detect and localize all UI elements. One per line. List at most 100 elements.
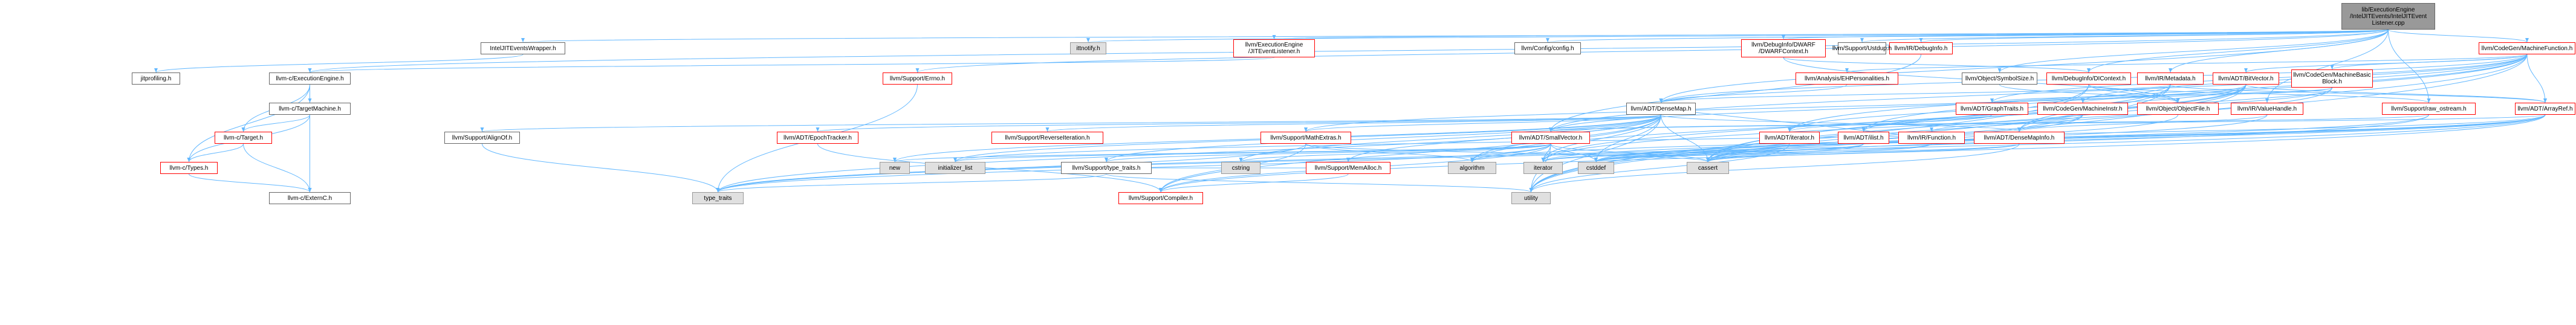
node-support-raw-ostream[interactable]: llvm/Support/raw_ostream.h [2382, 103, 2476, 115]
edge-support-type-traits-to-type-traits [716, 173, 1107, 193]
node-debuginfo-di-context[interactable]: llvm/DebugInfo/DIContext.h [2046, 72, 2131, 85]
edge-codegen-machine-function-to-adt-array-ref [2526, 54, 2547, 103]
edge-support-math-extras-to-cassert [1305, 143, 1710, 162]
edge-adt-dense-map-to-support-math-extras [1304, 114, 1661, 132]
node-root[interactable]: lib/ExecutionEngine /IntelJITEvents/Inte… [2341, 3, 2435, 30]
node-adt-graph-traits[interactable]: llvm/ADT/GraphTraits.h [1956, 103, 2028, 115]
edge-codegen-machine-basic-block-to-iterator [1541, 87, 2332, 162]
edge-root-to-support-raw-ostream [2388, 29, 2431, 103]
node-initializer-list[interactable]: initializer_list [925, 162, 985, 174]
edge-execution-engine-jit-listener-to-llvm-c-execution-engine [308, 57, 1274, 73]
edge-adt-epoch-tracker-to-support-compiler [817, 143, 1163, 193]
edge-llvm-c-execution-engine-to-llvm-c-types [187, 84, 310, 162]
node-debuginfo-dwarf-context[interactable]: llvm/DebugInfo/DWARF /DWARFContext.h [1741, 39, 1826, 57]
edge-support-align-of-to-type-traits [482, 143, 720, 193]
node-jitprofiling[interactable]: jitprofiling.h [132, 72, 180, 85]
node-adt-iterator[interactable]: llvm/ADT/iterator.h [1759, 132, 1820, 144]
node-new[interactable]: new [880, 162, 910, 174]
edge-codegen-machine-instr-to-ir-function [1930, 114, 2083, 132]
node-support-align-of[interactable]: llvm/Support/AlignOf.h [444, 132, 520, 144]
node-object-symbol-size[interactable]: llvm/Object/SymbolSize.h [1962, 72, 2037, 85]
node-intel-jit-events-wrapper[interactable]: IntelJITEventsWrapper.h [481, 42, 565, 54]
edge-adt-dense-map-to-adt-epoch-tracker [816, 114, 1661, 132]
node-support-reverse-iteration[interactable]: llvm/Support/ReverseIteration.h [991, 132, 1103, 144]
node-llvm-c-extern-c[interactable]: llvm-c/ExternC.h [269, 192, 351, 204]
node-support-type-traits[interactable]: llvm/Support/type_traits.h [1061, 162, 1152, 174]
edge-analysis-eh-personalities-to-adt-dense-map [1659, 84, 1848, 103]
edge-adt-dense-map-to-support-align-of [481, 114, 1661, 132]
edge-intel-jit-events-wrapper-to-jitprofiling [154, 54, 524, 73]
node-support-compiler[interactable]: llvm/Support/Compiler.h [1118, 192, 1203, 204]
edge-adt-graph-traits-to-adt-iterator [1788, 114, 1993, 132]
node-llvm-c-execution-engine[interactable]: llvm-c/ExecutionEngine.h [269, 72, 351, 85]
edge-root-to-debuginfo-dwarf-context [1782, 29, 2389, 40]
edge-adt-dense-map-to-support-compiler [1159, 114, 1661, 193]
node-config[interactable]: llvm/Config/config.h [1514, 42, 1581, 54]
node-support-errno[interactable]: llvm/Support/Errno.h [883, 72, 952, 85]
node-type-traits[interactable]: type_traits [692, 192, 744, 204]
node-cstddef[interactable]: cstddef [1578, 162, 1614, 174]
node-object-object-file[interactable]: llvm/Object/ObjectFile.h [2137, 103, 2219, 115]
node-ittnotify[interactable]: ittnotify.h [1070, 42, 1106, 54]
node-ir-function[interactable]: llvm/IR/Function.h [1898, 132, 1965, 144]
node-llvm-c-types[interactable]: llvm-c/Types.h [160, 162, 218, 174]
edge-root-to-execution-engine-jit-listener [1273, 29, 2389, 40]
edge-ir-function-to-cstddef [1594, 143, 1932, 162]
edge-codegen-machine-function-to-codegen-machine-basic-block [2330, 54, 2528, 70]
node-iterator[interactable]: iterator [1523, 162, 1563, 174]
node-execution-engine-jit-listener[interactable]: llvm/ExecutionEngine /JITEventListener.h [1233, 39, 1315, 57]
node-support-ustdup[interactable]: llvm/Support/Ustdup.h [1832, 42, 1892, 54]
node-support-mem-alloc[interactable]: llvm/Support/MemAlloc.h [1306, 162, 1390, 174]
edge-debuginfo-di-context-to-cassert [1706, 84, 2089, 162]
node-adt-ilist[interactable]: llvm/ADT/ilist.h [1838, 132, 1889, 144]
node-codegen-machine-function[interactable]: llvm/CodeGen/MachineFunction.h [2479, 42, 2575, 54]
node-algorithm[interactable]: algorithm [1448, 162, 1496, 174]
edge-ir-value-handle-to-adt-dense-map-info [2017, 114, 2268, 132]
node-utility[interactable]: utility [1511, 192, 1551, 204]
node-ir-metadata[interactable]: llvm/IR/Metadata.h [2137, 72, 2204, 85]
node-adt-epoch-tracker[interactable]: llvm/ADT/EpochTracker.h [777, 132, 858, 144]
edge-codegen-machine-basic-block-to-adt-graph-traits [1990, 87, 2332, 103]
edge-adt-dense-map-to-support-reverse-iteration [1046, 114, 1661, 132]
edge-codegen-machine-function-to-analysis-eh-personalities [1845, 54, 2528, 73]
edge-ir-debuginfo-to-adt-small-vector [1549, 54, 1921, 132]
edge-ir-metadata-to-adt-dense-map [1659, 84, 2171, 103]
edge-adt-small-vector-to-new [893, 143, 1551, 162]
edge-support-math-extras-to-algorithm [1305, 143, 1474, 162]
edge-adt-small-vector-to-cassert [1550, 143, 1710, 162]
edge-adt-bitvector-to-adt-array-ref [2245, 84, 2547, 103]
node-ir-value-handle[interactable]: llvm/IR/ValueHandle.h [2231, 103, 2303, 115]
node-cstring[interactable]: cstring [1221, 162, 1260, 174]
node-adt-small-vector[interactable]: llvm/ADT/SmallVector.h [1511, 132, 1590, 144]
node-codegen-machine-instr[interactable]: llvm/CodeGen/MachineInstr.h [2037, 103, 2128, 115]
edge-adt-dense-map-to-cstring [1239, 114, 1661, 162]
node-ir-debuginfo[interactable]: llvm/IR/DebugInfo.h [1889, 42, 1953, 54]
edge-adt-dense-map-to-cstddef [1594, 114, 1661, 162]
edge-root-to-llvm-c-execution-engine [308, 29, 2389, 73]
node-analysis-eh-personalities[interactable]: llvm/Analysis/EHPersonalities.h [1796, 72, 1898, 85]
node-cassert[interactable]: cassert [1687, 162, 1729, 174]
edge-debuginfo-di-context-to-object-object-file [2088, 84, 2180, 103]
edge-support-mem-alloc-to-support-compiler [1159, 173, 1349, 193]
node-adt-dense-map-info[interactable]: llvm/ADT/DenseMapInfo.h [1974, 132, 2065, 144]
edge-llvm-c-target-machine-to-llvm-c-target [241, 114, 310, 132]
edge-support-raw-ostream-to-adt-small-vector [1549, 114, 2429, 132]
edge-root-to-ir-value-handle [2265, 29, 2389, 103]
edge-adt-ilist-to-cassert [1706, 143, 1864, 162]
edge-root-to-config [1546, 29, 2389, 43]
node-llvm-c-target[interactable]: llvm-c/Target.h [215, 132, 272, 144]
edge-adt-dense-map-info-to-cstddef [1594, 143, 2020, 162]
edge-adt-small-vector-to-cstring [1239, 143, 1551, 162]
node-adt-bitvector[interactable]: llvm/ADT/BitVector.h [2213, 72, 2279, 85]
edge-root-to-object-symbol-size [1997, 29, 2389, 73]
edge-object-symbol-size-to-object-object-file [1999, 84, 2180, 103]
node-llvm-c-target-machine[interactable]: llvm-c/TargetMachine.h [269, 103, 351, 115]
node-adt-dense-map[interactable]: llvm/ADT/DenseMap.h [1626, 103, 1696, 115]
edge-llvm-c-types-to-llvm-c-extern-c [189, 173, 312, 193]
node-adt-array-ref[interactable]: llvm/ADT/ArrayRef.h [2515, 103, 2575, 115]
edge-adt-array-ref-to-initializer-list [953, 114, 2546, 162]
node-support-math-extras[interactable]: llvm/Support/MathExtras.h [1260, 132, 1351, 144]
edge-llvm-c-target-to-llvm-c-extern-c [243, 143, 312, 193]
node-codegen-machine-basic-block[interactable]: llvm/CodeGen/MachineBasic Block.h [2291, 69, 2373, 88]
